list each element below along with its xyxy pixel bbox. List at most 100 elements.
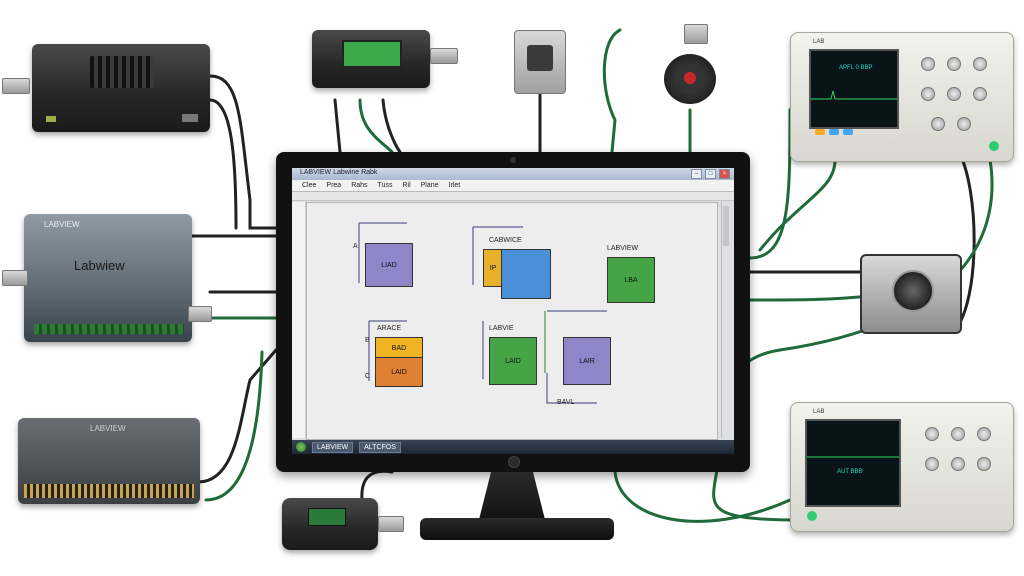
menu-item[interactable]: Clee [302, 182, 317, 189]
menu-item[interactable]: Plane [420, 182, 439, 189]
diagram-block[interactable]: LAID [489, 337, 537, 385]
adapter-face [527, 45, 553, 71]
terminal-strip [34, 324, 184, 334]
usb-plug[interactable] [2, 270, 28, 286]
diagram-label: LABVIE [489, 325, 514, 332]
waveform [811, 90, 897, 100]
monitor-base [420, 518, 614, 540]
fan-icon [892, 270, 934, 312]
daq-device-bottom-left[interactable]: LABVIEW [18, 418, 200, 504]
menu-item[interactable]: Irlet [448, 182, 461, 189]
webcam [510, 157, 516, 163]
oscilloscope-bottom[interactable]: LAB AUT BBB [790, 402, 1014, 532]
waveform [807, 456, 899, 458]
menu-item[interactable]: Prea [326, 182, 342, 189]
scope-button[interactable] [815, 129, 825, 135]
taskbar-item[interactable]: LABVIEW [312, 441, 354, 453]
scope-knob[interactable] [947, 87, 961, 101]
scope-knob[interactable] [973, 57, 987, 71]
connector-strip [24, 484, 194, 498]
scope-knob[interactable] [951, 427, 965, 441]
window-title: LABVIEW Labwine Rabk [300, 169, 378, 176]
daq-device-middle-left[interactable]: Labwiew LABVIEW [24, 214, 192, 342]
power-led [807, 511, 817, 521]
menu-item[interactable]: Tuss [377, 182, 393, 189]
scope-knob[interactable] [977, 457, 991, 471]
window-titlebar: LABVIEW Labwine Rabk – □ × [292, 168, 734, 180]
minimize-button[interactable]: – [691, 169, 702, 179]
scope-knob[interactable] [925, 427, 939, 441]
power-led [989, 141, 999, 151]
menu-item[interactable]: Ril [402, 182, 411, 189]
menu-item[interactable]: Rahs [351, 182, 368, 189]
diagram-block[interactable]: LAIR [563, 337, 611, 385]
device-small-label: LABVIEW [44, 220, 80, 229]
lcd-display [342, 40, 402, 68]
scope-knob[interactable] [947, 57, 961, 71]
left-gutter [292, 202, 306, 438]
scope-button[interactable] [829, 129, 839, 135]
device-brand-label: Labwiew [74, 258, 125, 273]
scope-readout: AUT BBB [837, 469, 863, 475]
maximize-button[interactable]: □ [705, 169, 716, 179]
diagram-block[interactable]: BAD [375, 337, 423, 359]
motor-module[interactable] [860, 254, 962, 334]
dongle-center [684, 72, 696, 84]
usb-daq-device[interactable] [282, 498, 378, 550]
scope-knob[interactable] [925, 457, 939, 471]
usb-hub-device[interactable] [312, 30, 430, 88]
diagram-block[interactable]: LBA [607, 257, 655, 303]
diagram-label: A [353, 243, 358, 250]
usb-plug[interactable] [2, 78, 30, 94]
diagram-block[interactable] [501, 249, 551, 299]
scope-knob[interactable] [951, 457, 965, 471]
scope-knob[interactable] [977, 427, 991, 441]
diagram-label: CABWICE [489, 237, 522, 244]
scope-knob[interactable] [973, 87, 987, 101]
block-diagram-canvas[interactable]: LIAD IP LBA BAD LAID LAID LAIR CABWICE L… [306, 202, 718, 440]
power-button[interactable] [508, 456, 520, 468]
diagram-label: B [365, 337, 370, 344]
close-button[interactable]: × [719, 169, 730, 179]
start-button[interactable] [296, 442, 306, 452]
scope-knob[interactable] [931, 117, 945, 131]
round-dongle[interactable] [664, 54, 716, 104]
scope-screen: APFL 0 BBP [809, 49, 899, 129]
scope-screen: AUT BBB [805, 419, 901, 507]
diagram-label: C [365, 373, 371, 380]
diagram-block[interactable]: LIAD [365, 243, 413, 287]
usb-plug[interactable] [684, 24, 708, 44]
lcd-display [308, 508, 346, 526]
vent-grille [90, 56, 154, 88]
scope-header: LAB [813, 409, 825, 415]
scope-header: LAB [813, 39, 825, 45]
diagram-block[interactable]: LAID [375, 357, 423, 387]
scope-button[interactable] [843, 129, 853, 135]
port [182, 114, 198, 122]
daq-device-top-left[interactable] [32, 44, 210, 132]
monitor: LABVIEW Labwine Rabk – □ × Clee Prea Rah… [276, 152, 750, 472]
scope-knob[interactable] [921, 87, 935, 101]
adapter-device[interactable] [514, 30, 566, 94]
diagram-wires [358, 222, 607, 404]
taskbar: LABVIEW ALTCFOS [292, 440, 734, 454]
usb-plug[interactable] [188, 306, 212, 322]
monitor-screen[interactable]: LABVIEW Labwine Rabk – □ × Clee Prea Rah… [292, 168, 734, 454]
monitor-stand [478, 472, 546, 522]
led-indicator [46, 116, 56, 122]
usb-plug[interactable] [430, 48, 458, 64]
taskbar-item[interactable]: ALTCFOS [359, 441, 401, 453]
usb-plug[interactable] [378, 516, 404, 532]
scope-knob[interactable] [921, 57, 935, 71]
diagram-block[interactable]: IP [483, 249, 503, 287]
scope-readout: APFL 0 BBP [839, 65, 873, 71]
menu-bar: Clee Prea Rahs Tuss Ril Plane Irlet [292, 180, 734, 192]
oscilloscope-top[interactable]: LAB APFL 0 BBP [790, 32, 1014, 162]
scope-knob[interactable] [957, 117, 971, 131]
device-brand-label: LABVIEW [90, 424, 126, 433]
diagram-label: ARACE [377, 325, 402, 332]
toolbar [292, 192, 734, 201]
vertical-scrollbar[interactable] [721, 202, 730, 438]
diagram-label: LABVIEW [607, 245, 639, 252]
